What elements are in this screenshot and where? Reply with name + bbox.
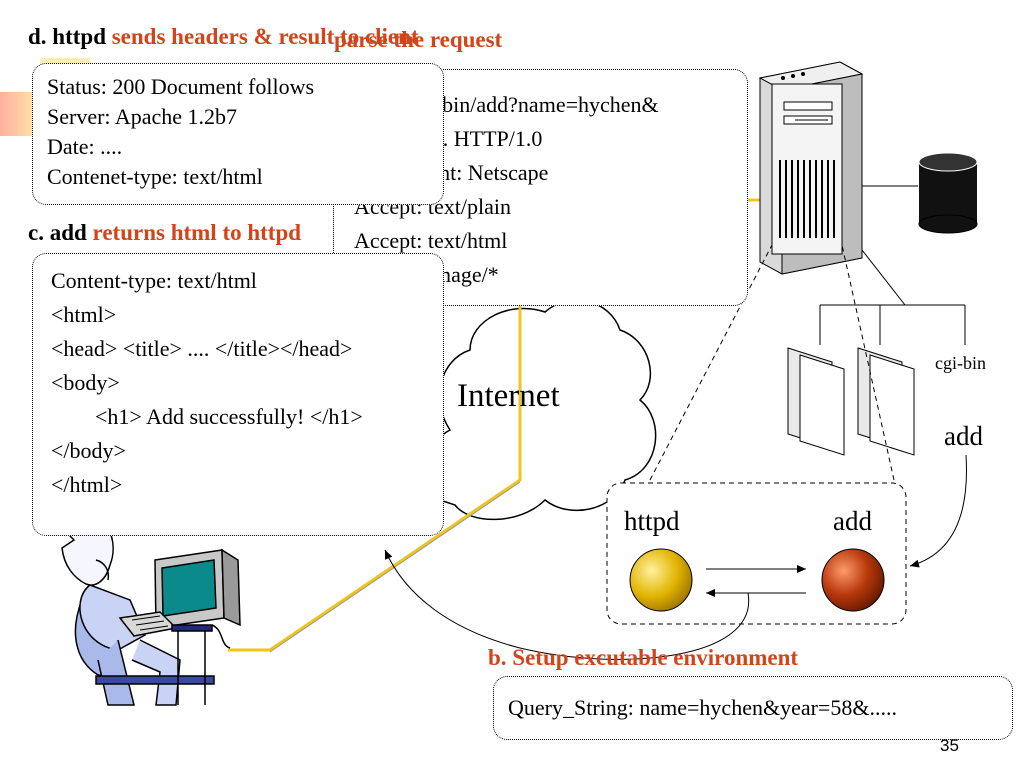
html-line: <html> (51, 302, 117, 327)
html-line: </html> (51, 472, 123, 497)
slide-number: 35 (940, 736, 959, 755)
heading-httpd-sends-headers: d. httpd sends headers & result to clien… (28, 24, 419, 50)
heading-step-d-text: sends headers & result to client (111, 24, 419, 49)
cgi-document-icon (787, 347, 845, 456)
add-process-label: add (833, 506, 872, 536)
add-file-label: add (944, 421, 983, 451)
status-line: Date: .... (47, 134, 123, 159)
add-process-circle (821, 548, 885, 612)
cgi-bin-label: cgi-bin (935, 353, 986, 373)
heading-add-returns-html: c. add returns html to httpd (28, 220, 301, 246)
query-string-box: Query_String: name=hychen&year=58&..... (493, 676, 1013, 740)
status-line: Contenet-type: text/html (47, 164, 263, 189)
arrow-process-to-client (384, 549, 750, 660)
server-icon (758, 61, 864, 275)
html-line: <head> <title> .... </title></head> (51, 336, 353, 361)
database-icon (918, 152, 978, 234)
directory-tree-lines (819, 249, 966, 345)
httpd-process-circle (629, 548, 693, 612)
heading-step-c-label: c. add (28, 220, 87, 245)
user-at-computer-icon (61, 510, 241, 706)
status-line: Status: 200 Document follows (47, 74, 315, 99)
arrow-add-file-to-process (909, 454, 967, 568)
request-line: Accept: text/html (354, 228, 508, 253)
heading-parse-request: parse the request (334, 27, 503, 52)
heading-setup-environment: b. Setup excutable environment (488, 645, 799, 670)
query-string-text: Query_String: name=hychen&year=58&..... (508, 695, 897, 720)
response-headers-box: Status: 200 Document follows Server: Apa… (32, 63, 444, 205)
html-line: </body> (51, 438, 126, 463)
add-document-icon (857, 347, 915, 456)
html-line: <body> (51, 370, 120, 395)
heading-step-c-text: returns html to httpd (92, 220, 302, 245)
status-line: Server: Apache 1.2b7 (47, 104, 237, 129)
html-line: <h1> Add successfully! </h1> (51, 404, 363, 429)
heading-step-d-label: d. httpd (28, 24, 106, 49)
httpd-process-label: httpd (624, 506, 680, 536)
html-line: Content-type: text/html (51, 268, 257, 293)
html-output-box: Content-type: text/html <html> <head> <t… (32, 253, 444, 536)
internet-label: Internet (457, 378, 560, 414)
